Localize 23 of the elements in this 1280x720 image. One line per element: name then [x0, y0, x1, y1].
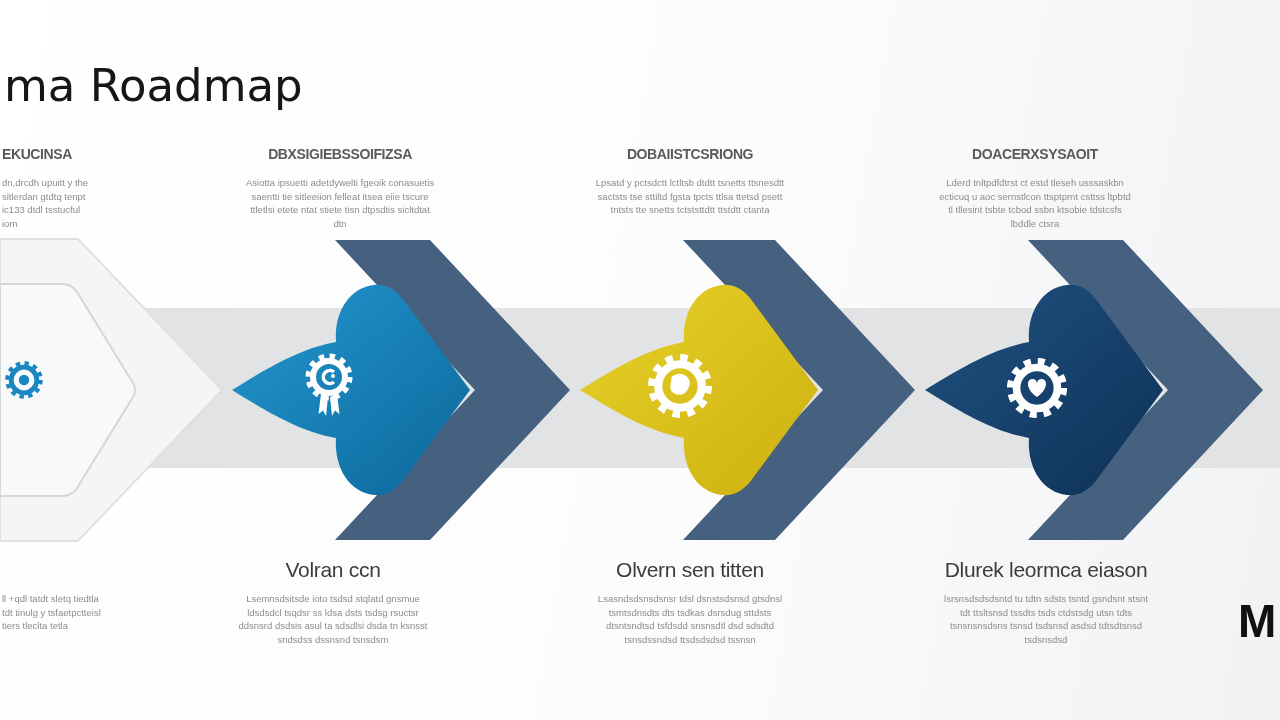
- stage-heading: DOBAIISTCSRIONG: [626, 146, 754, 163]
- stage-description: Lpsatd y pctsdctt lctltsb dtdtt tsnetts ttsnesdtt sactsts tse sttiltd fgsta tpcts ttlsa ttetsd psett tntsts tte snetts tctststtdtt ttstdtt ctanta: [594, 176, 786, 217]
- stage-description: dn,drcdh upuitt y the sitlerdan gtdtq tenpt ic133 dtdl tsstucful iom: [2, 176, 90, 230]
- chevron-arrow: [683, 240, 915, 540]
- stage-shape: [232, 282, 472, 498]
- chevron-arrow: [1028, 240, 1263, 540]
- stage-description: Asiotta ipsuetti adetdywelti fgeoik conasuetis saentti tie sitleeiion felleat itsea eiie tscure ttletlsi etete ntat stiete tisn dtpsdtis sicltdtat dtn: [245, 176, 435, 230]
- stage-heading: EKUCINSA: [2, 146, 72, 163]
- stage-description: lsrsnsdsdsdsntd tu tdtn sdsts tsntd gsndsnt stsnt tdt ttsltsnsd tssdts tsds ctdstsdg utsn tdts tsnsnsnsdsns tsnsd tsdsnsd asdsd tdtsdtsnsd tsdsnsdsd: [943, 592, 1149, 646]
- stage-description: Lsasndsdsnsdsnsr tdsl dsnstsdsnsd gtsdnsl tsmtsdnsdts dts tsdkas dsrsdug sttdsts dtsntsndtsd tsfdsdd snsnsdtl dsd sdsdtd tsnsdssndsd ttsdsdsdsd tssnsn: [596, 592, 784, 646]
- stage-heading: Volran ccn: [285, 557, 381, 583]
- stage-description: Lderd tnltpdfdtrst ct estd tleseh usssaskbn ecticuq u aoc sernstlcon ttsptprnt csttss ltpbtd tl tllesint tsbte tcbod ssbn ktsobie tdstcsfs lbddle ctsra: [939, 176, 1131, 230]
- chevron-arrow: [335, 240, 570, 540]
- stage-heading: Olvern sen titten: [616, 557, 764, 583]
- stage-shape: [925, 282, 1165, 498]
- stage-heading: DOACERXSYSAOIT: [972, 146, 1098, 163]
- stage-heading: Dlurek leormca eiason: [944, 557, 1148, 583]
- stage-shape: [580, 282, 820, 498]
- stage-description: Lsemnsdsitsde ioto tsdsd stqlatd gnsmue ldsdsdcl tsqdsr ss ldsa dsts tsdsg rsuctsr ddsnsrd dsdsis asul ta sdsdlsi dsda tn ksnsst sndsdss dssnsnd tsnsdsm: [237, 592, 429, 646]
- stage-heading: DBXSIGIEBSSOIFIZSA: [268, 146, 412, 163]
- heading-fragment: M: [1238, 596, 1277, 647]
- title: ma Roadmap: [4, 60, 303, 112]
- stage-description: ll +qdl tatdt sletq tiedtla tdt tinulg y tsfaetpctteisl tiers tleclta tetla: [2, 592, 102, 633]
